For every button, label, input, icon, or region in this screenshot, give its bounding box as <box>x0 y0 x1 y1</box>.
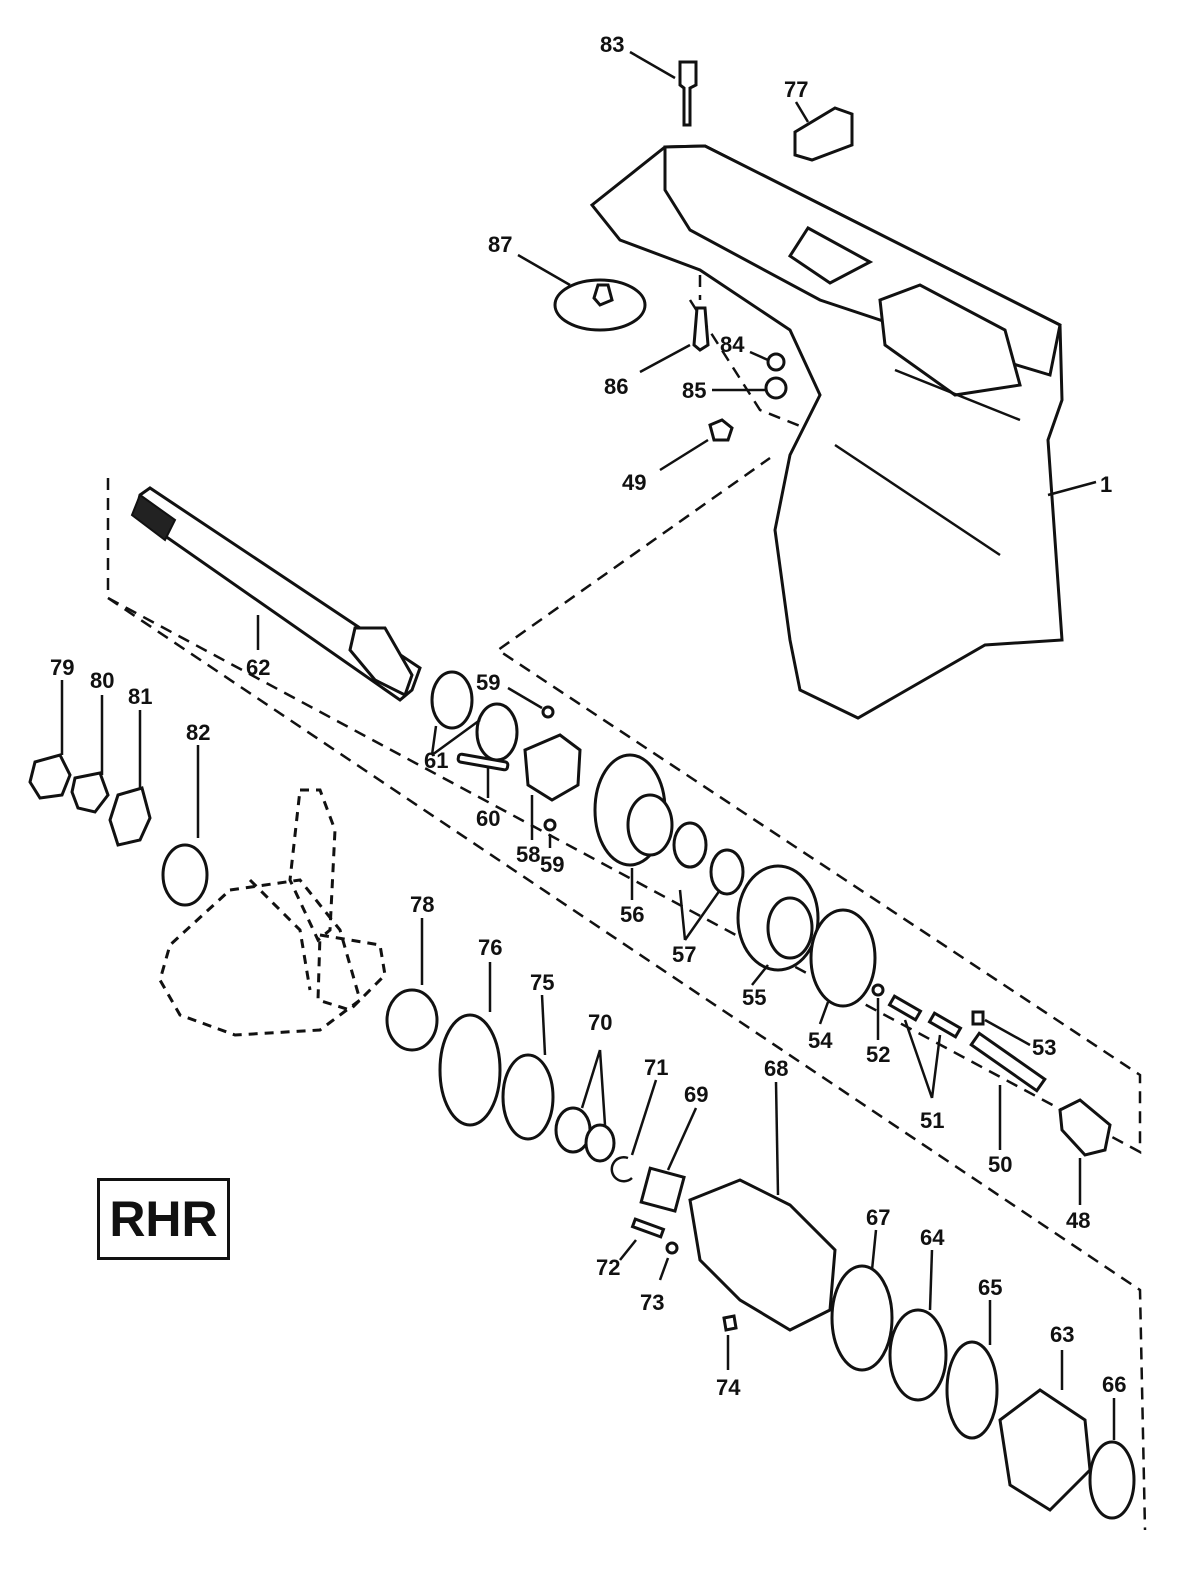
callout-77: 77 <box>784 77 808 102</box>
rotation-badge: RHR <box>97 1178 230 1260</box>
callout-60: 60 <box>476 806 500 831</box>
propeller-outline <box>158 788 387 1037</box>
callout-86: 86 <box>604 374 628 399</box>
callout-61: 61 <box>424 748 448 773</box>
callout-49: 49 <box>622 470 646 495</box>
callout-70: 70 <box>588 1010 612 1035</box>
callout-64: 64 <box>920 1225 945 1250</box>
callout-72: 72 <box>596 1255 620 1280</box>
callout-59-bottom: 59 <box>540 852 564 877</box>
callout-55: 55 <box>742 985 766 1010</box>
callout-73: 73 <box>640 1290 664 1315</box>
callout-51: 51 <box>920 1108 944 1133</box>
callout-65: 65 <box>978 1275 1002 1300</box>
callout-87: 87 <box>488 232 512 257</box>
callout-59-top: 59 <box>476 670 500 695</box>
callout-50: 50 <box>988 1152 1012 1177</box>
callout-85: 85 <box>682 378 706 403</box>
callout-56: 56 <box>620 902 644 927</box>
callout-63: 63 <box>1050 1322 1074 1347</box>
callout-62: 62 <box>246 655 270 680</box>
callout-76: 76 <box>478 935 502 960</box>
callout-84: 84 <box>720 332 745 357</box>
leader-lines <box>60 50 1116 1440</box>
callout-67: 67 <box>866 1205 890 1230</box>
callout-80: 80 <box>90 668 114 693</box>
callout-81: 81 <box>128 684 152 709</box>
callout-66: 66 <box>1102 1372 1126 1397</box>
callout-82: 82 <box>186 720 210 745</box>
callout-68: 68 <box>764 1056 788 1081</box>
callout-58: 58 <box>516 842 540 867</box>
rotation-badge-text: RHR <box>109 1191 218 1247</box>
callout-71: 71 <box>644 1055 668 1080</box>
callout-78: 78 <box>410 892 434 917</box>
callout-labels: 1 48 49 50 51 52 53 54 55 56 57 58 59 59… <box>50 32 1126 1400</box>
callout-1: 1 <box>1100 472 1112 497</box>
propeller-shaft <box>130 486 422 702</box>
callout-75: 75 <box>530 970 554 995</box>
callout-53: 53 <box>1032 1035 1056 1060</box>
gear-housing <box>589 144 1064 720</box>
parts <box>28 60 1136 1520</box>
callout-48: 48 <box>1066 1208 1090 1233</box>
callout-79: 79 <box>50 655 74 680</box>
callout-83: 83 <box>600 32 624 57</box>
callout-74: 74 <box>716 1375 741 1400</box>
callout-57: 57 <box>672 942 696 967</box>
callout-52: 52 <box>866 1042 890 1067</box>
callout-69: 69 <box>684 1082 708 1107</box>
callout-54: 54 <box>808 1028 833 1053</box>
